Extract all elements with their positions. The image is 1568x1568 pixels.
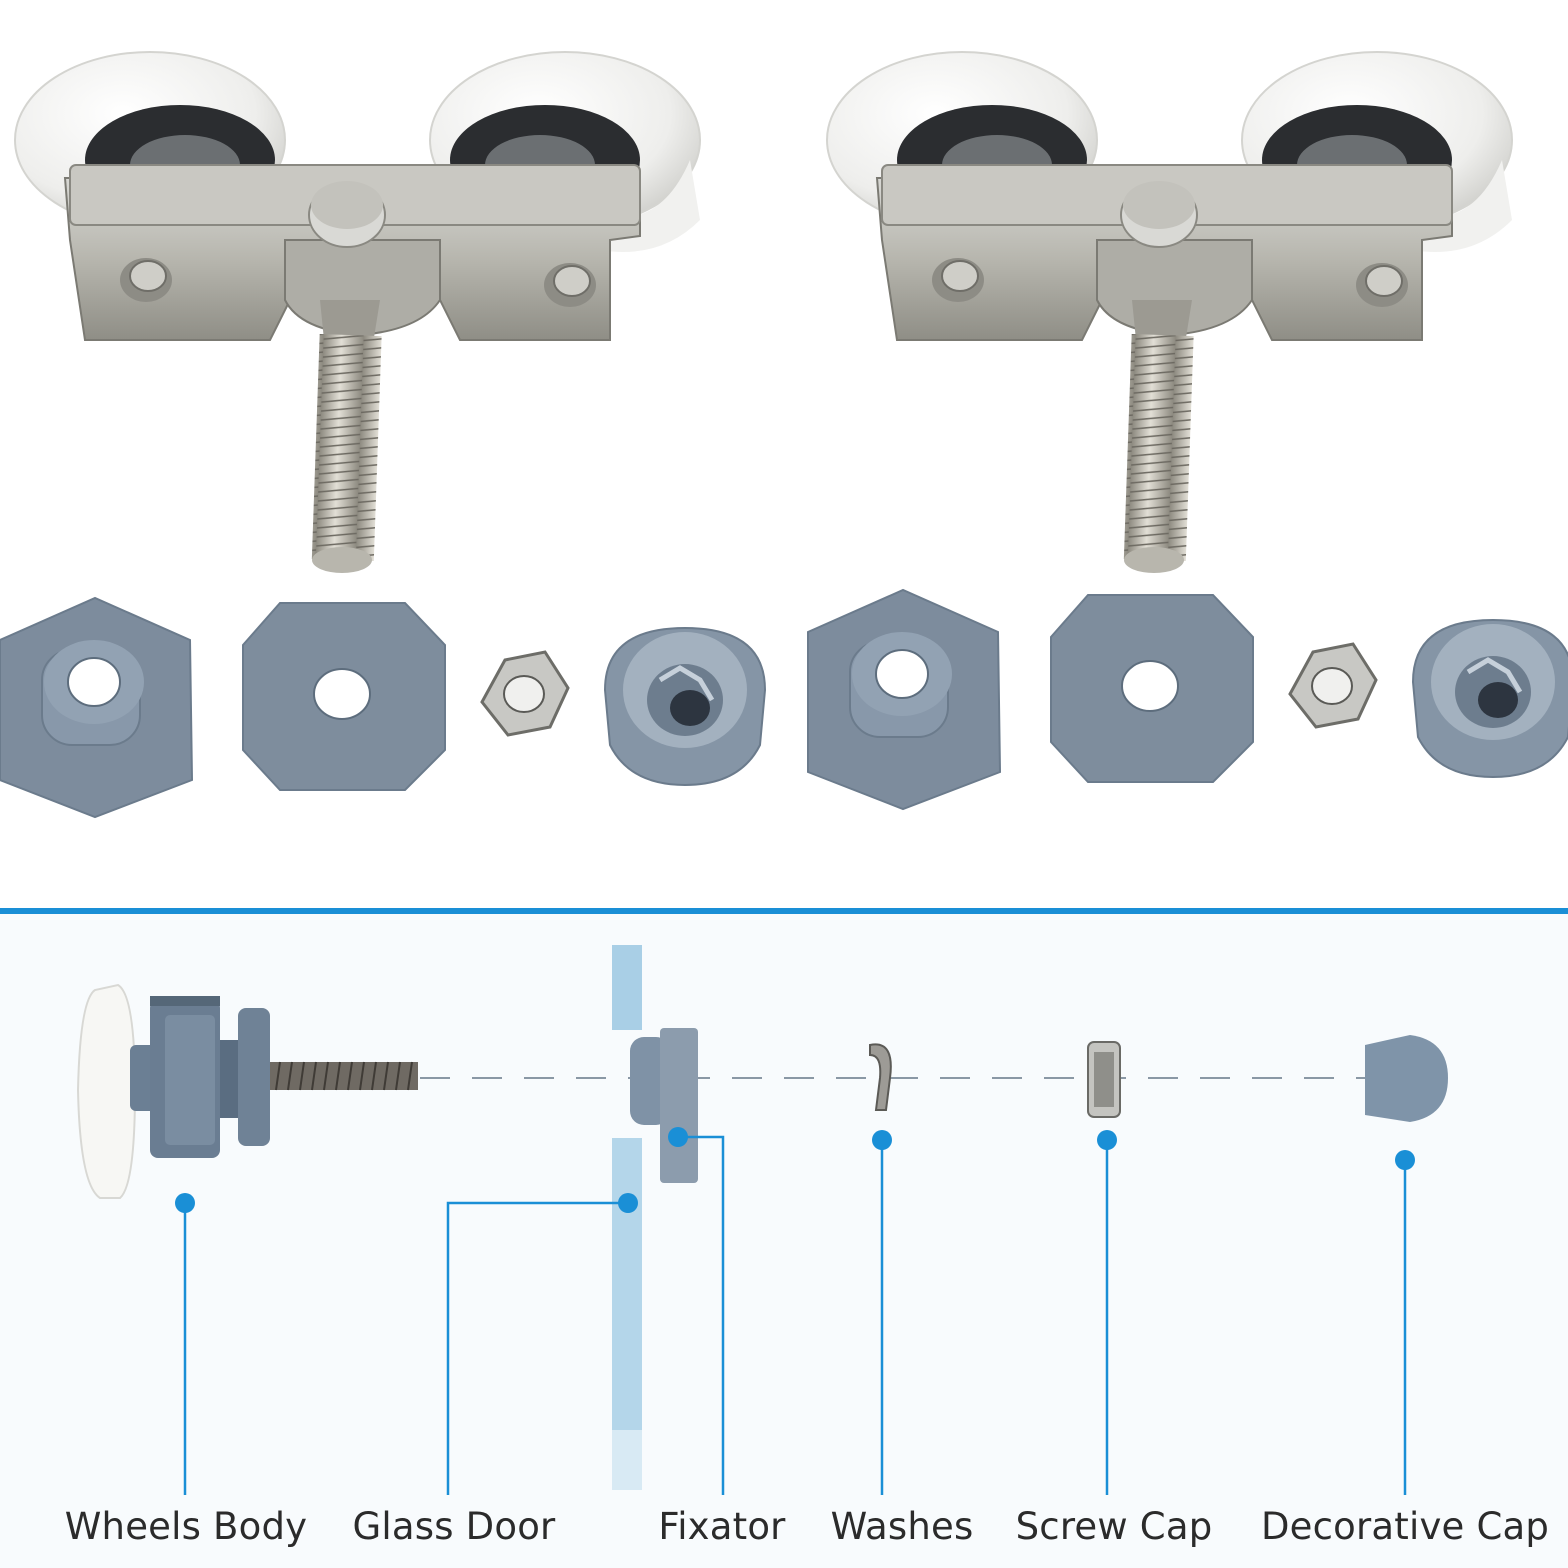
fixator-component (630, 1028, 698, 1183)
assembly-diagram (0, 914, 1568, 1568)
screw-cap-label: Screw Cap (1015, 1505, 1213, 1548)
wheels-body-label: Wheels Body (64, 1505, 308, 1548)
decorative-cap-label: Decorative Cap (1260, 1505, 1550, 1548)
wheels-body-component (76, 983, 418, 1199)
screw-cap-component (1087, 1041, 1121, 1118)
screw-cap-dot (1097, 1130, 1117, 1150)
washer-component (869, 1043, 892, 1111)
wheels-body-dot (175, 1193, 195, 1213)
decorative-cap-dot (1395, 1150, 1415, 1170)
washes-dot (872, 1130, 892, 1150)
glass-door-component (612, 945, 642, 1490)
glass-door-label: Glass Door (352, 1505, 556, 1548)
decorative-cap-component (1365, 1035, 1448, 1122)
fixator-label: Fixator (658, 1505, 786, 1548)
washes-label: Washes (830, 1505, 974, 1548)
glass-door-dot (618, 1193, 638, 1213)
product-photo (0, 51, 1568, 820)
section-divider (0, 908, 1568, 914)
glass-door-leader (446, 1201, 628, 1495)
fixator-leader (678, 1135, 725, 1495)
fixator-dot (668, 1127, 688, 1147)
